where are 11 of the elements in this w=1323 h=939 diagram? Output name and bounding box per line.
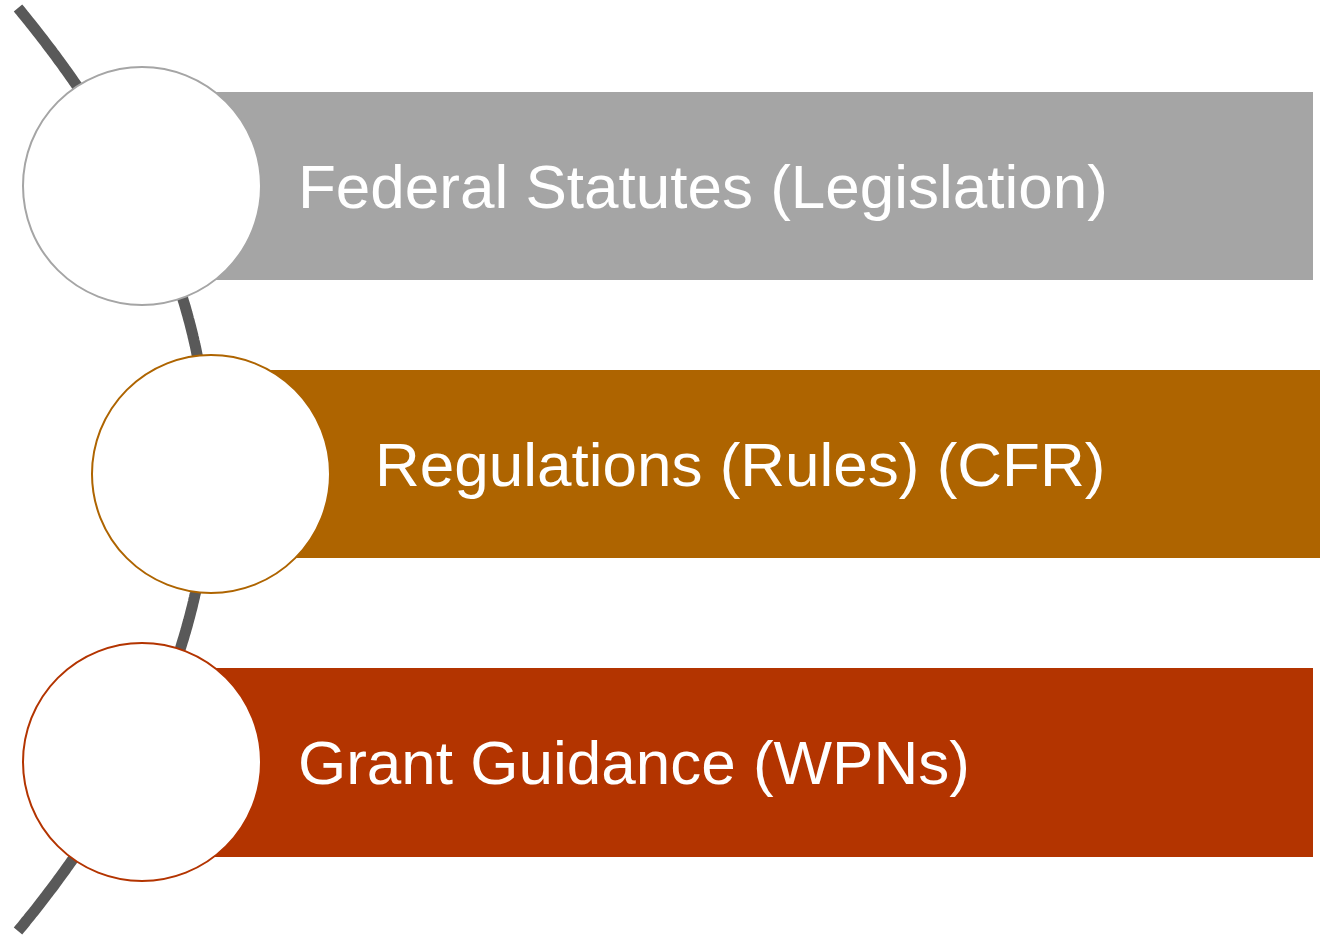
- circle-marker: [91, 354, 331, 594]
- list-bar: [215, 92, 1313, 280]
- bar-label: Grant Guidance (WPNs): [298, 727, 970, 798]
- bar-label: Federal Statutes (Legislation): [298, 150, 1108, 222]
- arc-connector: [13, 855, 78, 935]
- circle-marker: [22, 66, 262, 306]
- list-bar: [270, 370, 1320, 558]
- bar-label: Regulations (Rules) (CFR): [375, 428, 1106, 500]
- circle-marker: [22, 642, 262, 882]
- list-bar: [215, 668, 1313, 857]
- arc-connector: [13, 4, 82, 90]
